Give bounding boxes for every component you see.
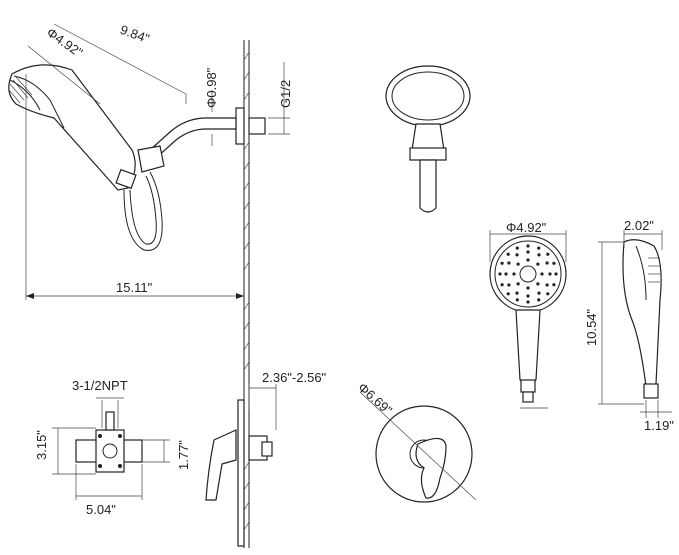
nozzle-dot [512, 272, 516, 276]
label-wall-depth: 2.36"-2.56" [262, 370, 327, 385]
nozzle-dot [536, 262, 540, 266]
trim-plate-front-view [375, 405, 473, 503]
dimension-handle-width: 1.19" [640, 400, 674, 433]
label-head-length: 9.84" [118, 22, 152, 46]
dimension-valve-width: 5.04" [75, 464, 143, 517]
nozzle-dot [500, 261, 504, 265]
nozzle-dot [546, 252, 550, 256]
nozzle-dot [526, 286, 530, 290]
nozzle-dot [515, 253, 519, 257]
nozzle-dot [504, 272, 508, 276]
dimension-handheld-diameter: Φ4.92" [489, 220, 567, 262]
dimension-valve-inlet: 3-1/2NPT [72, 378, 128, 428]
dimension-handheld-depth: 2.02" [623, 218, 663, 250]
label-trim-diameter: Φ6.69" [355, 380, 395, 418]
dimension-wall-depth: 2.36"-2.56" [248, 370, 327, 430]
nozzle-dot [526, 244, 530, 248]
nozzle-dot [526, 258, 530, 262]
dimension-handheld-length: 10.54" [584, 241, 644, 405]
dimension-valve-height: 3.15" [34, 427, 96, 475]
label-handheld-depth: 2.02" [624, 218, 654, 233]
label-valve-inlet: 3-1/2NPT [72, 378, 128, 393]
shower-head-side-view [8, 64, 266, 251]
label-handheld-length: 10.54" [584, 308, 599, 346]
nozzle-dot [515, 246, 519, 250]
handheld-side-view [622, 239, 662, 399]
nozzle-dot [506, 252, 510, 256]
nozzle-dot [506, 292, 510, 296]
label-thread: G1/2 [278, 80, 293, 108]
nozzle-dot [515, 298, 519, 302]
valve-body [75, 411, 143, 473]
label-valve-depth: 1.77" [176, 440, 191, 470]
nozzle-dot [548, 272, 552, 276]
nozzle-dot [554, 272, 558, 276]
handheld-front-view [489, 235, 567, 409]
nozzle-dot [546, 292, 550, 296]
nozzle-dot [545, 261, 549, 265]
nozzle-dot [537, 298, 541, 302]
wall [243, 40, 250, 548]
label-handheld-diameter: Φ4.92" [506, 220, 547, 235]
nozzle-dot [516, 282, 520, 286]
label-handle-width: 1.19" [644, 418, 674, 433]
label-valve-height: 3.15" [34, 430, 49, 460]
nozzle-dot [536, 282, 540, 286]
nozzle-dot [526, 250, 530, 254]
nozzle-dot [552, 261, 556, 265]
nozzle-dot [498, 272, 502, 276]
nozzle-dot [526, 294, 530, 298]
nozzle-dot [537, 253, 541, 257]
nozzle-dot [516, 262, 520, 266]
nozzle-dot [507, 283, 511, 287]
nozzle-dot [537, 291, 541, 295]
nozzle-dot [540, 272, 544, 276]
label-valve-width: 5.04" [86, 502, 116, 517]
label-arm-diameter: Φ0.98" [204, 67, 219, 108]
nozzle-dot [526, 300, 530, 304]
nozzle-dot [500, 283, 504, 287]
nozzle-dot [507, 261, 511, 265]
shower-head-front-view [385, 65, 471, 213]
dimension-total-reach: 15.11" [25, 74, 244, 300]
dimension-arm-diameter: Φ0.98" [204, 67, 219, 146]
dimension-valve-depth: 1.77" [142, 439, 191, 470]
nozzle-dot [552, 283, 556, 287]
valve-side-view [205, 399, 273, 547]
dimension-thread: G1/2 [268, 62, 293, 135]
label-total-reach: 15.11" [116, 280, 153, 295]
nozzle-dot [515, 291, 519, 295]
nozzle-dot [545, 283, 549, 287]
nozzle-dot [537, 246, 541, 250]
